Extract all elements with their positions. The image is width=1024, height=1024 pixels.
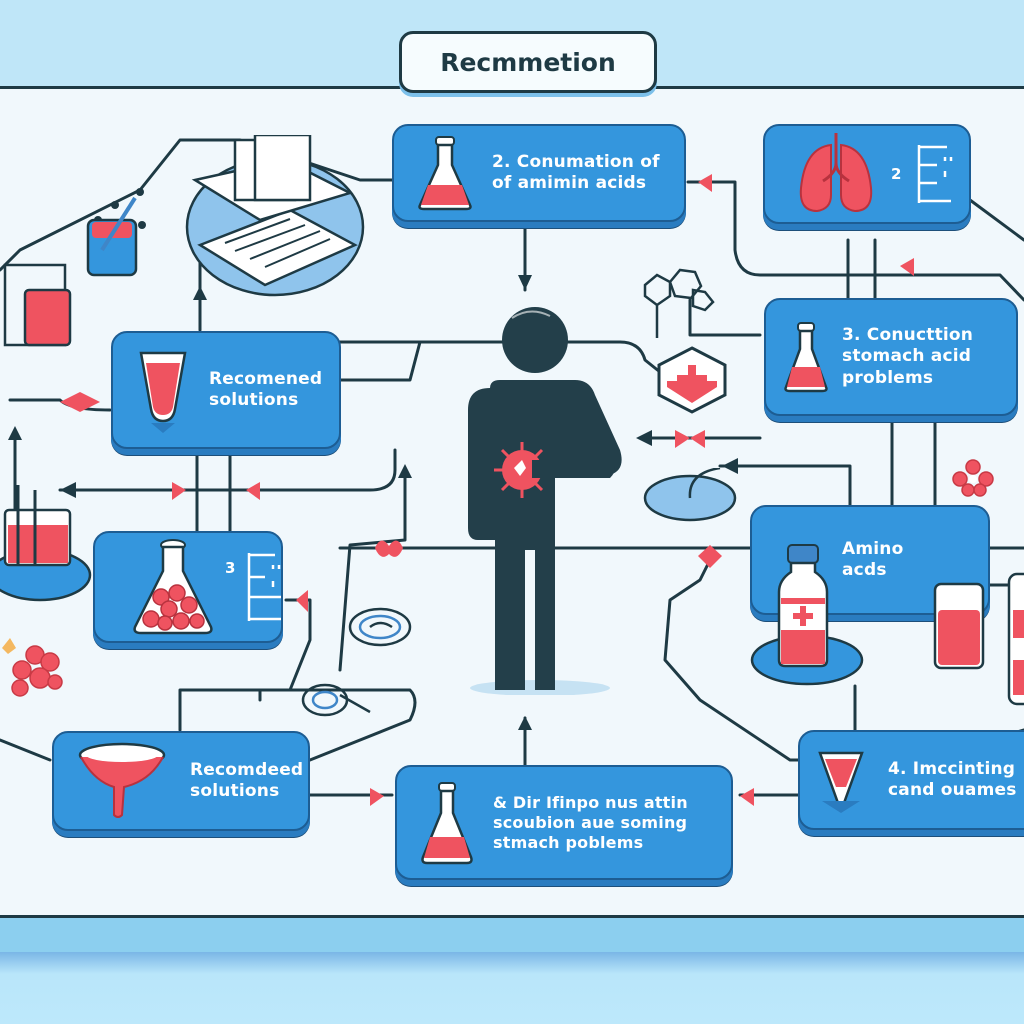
recommended-solutions-card[interactable]: Recomened solutions xyxy=(111,331,341,449)
diagram-title: Recmmetion xyxy=(399,31,657,93)
flask-list-card[interactable]: 3 xyxy=(93,531,283,643)
card-number: 2 xyxy=(891,165,902,183)
stomach-acid-card[interactable]: 3. Conucttion stomach acid problems xyxy=(764,298,1018,416)
recommended-solutions-card-2[interactable]: Recomdeed solutions xyxy=(52,731,310,831)
molecule-icon xyxy=(643,268,715,338)
flower-icon xyxy=(952,459,994,497)
marker-icon xyxy=(698,174,712,192)
card-text: stmach poblems xyxy=(493,832,644,852)
card-number: 3 xyxy=(225,559,236,577)
arrow-left-icon xyxy=(636,430,652,446)
bar-list-icon xyxy=(918,145,953,203)
wire xyxy=(0,138,394,272)
cone-icon xyxy=(818,751,864,813)
beaker-icon xyxy=(139,351,187,433)
card-text: scoubion aue soming xyxy=(493,812,688,832)
flask-icon xyxy=(133,539,213,635)
card-text: & Dir Ifinpo nus attin xyxy=(493,792,688,812)
flower-marker-icon xyxy=(375,540,403,557)
petri-dish-icon xyxy=(643,468,737,522)
marker-icon xyxy=(296,590,308,612)
arrow-up-icon xyxy=(518,716,532,730)
beaker-glass-icon xyxy=(3,188,146,347)
bottle-icon xyxy=(750,544,864,686)
flower-icon xyxy=(2,638,63,697)
card-text: cand ouames xyxy=(888,780,1017,800)
card-text: solutions xyxy=(209,390,299,410)
bowtie-marker-icon xyxy=(675,430,705,448)
card-text: of amimin acids xyxy=(492,173,647,193)
card-text: solutions xyxy=(190,781,280,801)
card-text: 4. Imccinting xyxy=(888,758,1016,779)
spiral-icon xyxy=(348,607,412,647)
card-text: 3. Conucttion xyxy=(842,325,974,346)
documents-icon xyxy=(185,135,365,297)
card-text: stomach acid xyxy=(842,346,972,367)
consumption-card[interactable]: 2. Conumation of of amimin acids xyxy=(392,124,686,222)
card-text: problems xyxy=(842,367,934,388)
bar-list-icon xyxy=(248,553,282,621)
lungs-card[interactable]: 2 xyxy=(763,124,971,224)
card-text: Recomened xyxy=(209,368,323,389)
beaker-stand-icon xyxy=(0,485,92,602)
incinting-card[interactable]: 4. Imccinting cand ouames xyxy=(798,730,1024,830)
marker-icon xyxy=(740,788,754,806)
lungs-icon xyxy=(799,133,873,213)
marker-icon xyxy=(698,545,722,568)
arrow-left-icon xyxy=(60,482,76,498)
flask-icon xyxy=(421,781,473,864)
arrow-up-icon xyxy=(8,426,22,440)
card-text: Recomdeed xyxy=(190,759,304,780)
arrow-up-icon xyxy=(398,464,412,478)
marker-icon xyxy=(246,482,260,500)
glass-icon xyxy=(1007,572,1024,706)
glass-icon xyxy=(933,582,985,670)
arrow-down-icon xyxy=(518,275,532,290)
dir-info-card[interactable]: & Dir Ifinpo nus attin scoubion aue somi… xyxy=(395,765,733,880)
card-text: 2. Conumation of xyxy=(492,151,660,172)
marker-icon xyxy=(370,788,384,806)
first-aid-hexagon-icon xyxy=(657,346,727,414)
funnel-icon xyxy=(78,742,166,818)
marker-icon xyxy=(900,258,914,276)
flask-icon xyxy=(784,322,828,393)
arrow-left-icon xyxy=(722,458,738,474)
footer-gradient xyxy=(0,952,1024,1024)
spiral-icon xyxy=(301,683,371,717)
marker-icon xyxy=(172,482,186,500)
flask-icon xyxy=(418,136,472,211)
card-text: Amino xyxy=(842,538,904,559)
marker-icon xyxy=(60,392,100,412)
arrow-up-icon xyxy=(193,286,207,300)
person-stomach-pain-icon xyxy=(468,307,622,695)
card-text: acds xyxy=(842,560,887,580)
